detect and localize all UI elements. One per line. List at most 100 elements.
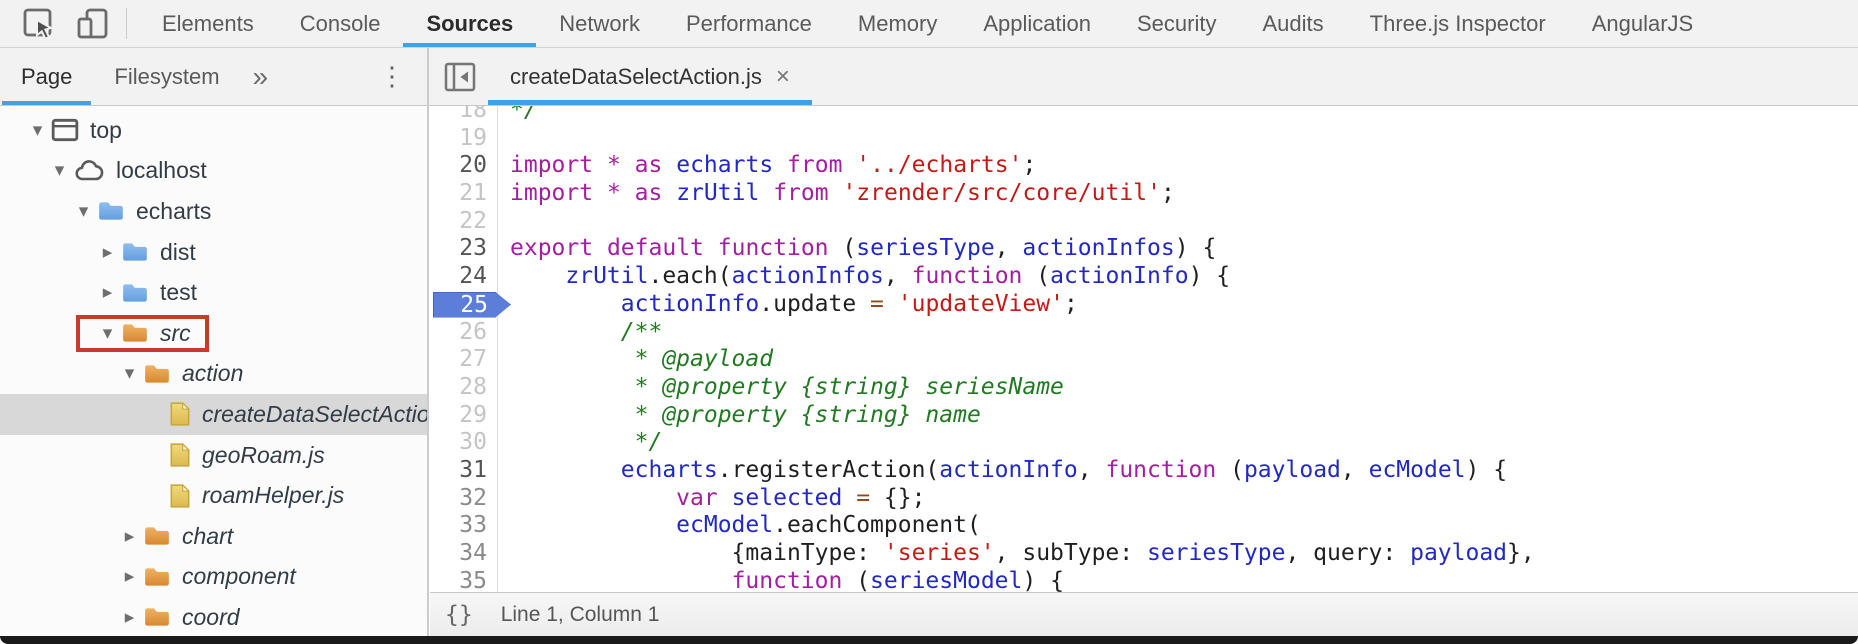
line-number[interactable]: 31 (459, 456, 487, 483)
file-tab-createdataselectaction[interactable]: createDataSelectAction.js × (488, 48, 812, 105)
tree-item-localhost[interactable]: ▾ localhost (0, 151, 427, 192)
code-line-27: 27 * @payload (430, 346, 1858, 374)
line-number[interactable]: 23 (459, 235, 487, 262)
file-tab-label: createDataSelectAction.js (510, 63, 762, 89)
chevron-down-icon[interactable]: ▾ (54, 160, 65, 182)
code-line-text: * @property {string} name (510, 401, 981, 428)
code-line-22: 22 (430, 208, 1858, 236)
chevron-right-icon[interactable]: ▸ (124, 566, 135, 588)
inspect-element-icon[interactable] (20, 5, 58, 43)
line-number[interactable]: 20 (459, 152, 487, 179)
tab-memory[interactable]: Memory (857, 10, 938, 36)
tree-item-label: roamHelper.js (202, 482, 345, 509)
main-toolbar: Elements Console Sources Network Performance… (0, 0, 1858, 48)
code-line-34: 34 {mainType: 'series', subType: seriesT… (430, 540, 1858, 568)
tree-item-georoam-js[interactable]: geoRoam.js (0, 435, 427, 476)
line-number[interactable]: 33 (459, 512, 487, 539)
tab-three-js-inspector[interactable]: Three.js Inspector (1369, 10, 1546, 36)
tab-page[interactable]: Page (0, 48, 93, 105)
line-number[interactable]: 32 (459, 484, 487, 511)
tree-item-action[interactable]: ▾action (0, 354, 427, 395)
toggle-navigator-icon[interactable] (429, 48, 486, 105)
tree-item-label: coord (182, 603, 240, 630)
highlight-box: ▾src (76, 314, 209, 352)
line-number[interactable]: 34 (459, 540, 487, 566)
frame-icon (51, 117, 79, 143)
chevron-right-icon[interactable]: ▸ (102, 282, 113, 304)
window-bottom-edge (0, 636, 1858, 644)
panel-tabs: Elements Console Sources Network Performance… (139, 0, 1716, 47)
chevron-right-icon[interactable]: ▸ (124, 606, 135, 628)
code-line-text: import * as zrUtil from 'zrender/src/cor… (510, 180, 1175, 207)
code-line-text: function (seriesModel) { (731, 567, 1064, 592)
tree-item-label: test (160, 279, 198, 306)
tree-item-component[interactable]: ▸component (0, 557, 427, 598)
tab-filesystem-label: Filesystem (114, 63, 220, 89)
tree-item-createdataselectaction-js[interactable]: createDataSelectAction.js (0, 394, 427, 435)
chevron-down-icon[interactable]: ▾ (78, 200, 89, 222)
file-icon (169, 483, 191, 509)
tab-sources[interactable]: Sources (403, 0, 537, 47)
folder-blue-icon (121, 240, 149, 264)
line-number[interactable]: 18 (459, 106, 487, 123)
chevron-right-icon[interactable]: ▸ (124, 525, 135, 547)
line-number[interactable]: 22 (459, 207, 487, 234)
code-line-text: * @property {string} seriesName (510, 373, 1064, 400)
close-icon[interactable]: × (775, 62, 790, 90)
line-number[interactable]: 35 (459, 567, 487, 592)
tab-audits[interactable]: Audits (1262, 10, 1324, 36)
tab-performance[interactable]: Performance (685, 10, 812, 36)
tab-security[interactable]: Security (1137, 10, 1217, 36)
folder-orange-icon (143, 524, 171, 548)
tree-item-chart[interactable]: ▸chart (0, 516, 427, 557)
line-number[interactable]: 19 (459, 124, 487, 151)
overflow-menu-icon[interactable]: ⋮ (379, 61, 405, 91)
tree-item-test[interactable]: ▸ test (0, 272, 427, 313)
line-number[interactable]: 21 (459, 180, 487, 207)
tree-item-src[interactable]: ▾src (0, 313, 427, 354)
tree-item-coord[interactable]: ▸ coord (0, 597, 427, 636)
line-number[interactable]: 27 (459, 346, 487, 373)
editor-status-bar: {} Line 1, Column 1 (430, 592, 1858, 636)
tree-item-echarts[interactable]: ▾echarts (0, 191, 427, 232)
chevron-down-icon[interactable]: ▾ (102, 322, 113, 344)
code-line-31: 31 echarts.registerAction(actionInfo, fu… (430, 457, 1858, 485)
line-number[interactable]: 30 (459, 429, 487, 456)
code-line-text: */ (510, 106, 538, 123)
tab-console[interactable]: Console (299, 10, 381, 36)
tree-item-top[interactable]: ▾ top (0, 110, 427, 151)
chevron-right-icon[interactable]: ▸ (102, 241, 113, 263)
line-number[interactable]: 26 (459, 318, 487, 345)
tree-item-dist[interactable]: ▸dist (0, 232, 427, 273)
breakpoint-tag[interactable]: 25 (433, 291, 511, 318)
tab-filesystem[interactable]: Filesystem (93, 48, 240, 105)
line-number[interactable]: 28 (459, 373, 487, 400)
file-tree: ▾top▾localhost▾echarts▸dist▸test▾src▾act… (0, 106, 427, 636)
code-line-21: 21 import * as zrUtil from 'zrender/src/c… (430, 180, 1858, 208)
pretty-print-icon[interactable]: {} (445, 601, 473, 628)
tree-item-roamhelper-js[interactable]: roamHelper.js (0, 475, 427, 516)
device-toolbar-icon[interactable] (74, 5, 112, 43)
tree-item-label: localhost (116, 157, 207, 184)
tree-item-label: top (90, 116, 122, 143)
tab-elements[interactable]: Elements (162, 10, 254, 36)
chevron-down-icon[interactable]: ▾ (32, 119, 43, 141)
code-line-text: zrUtil.each(actionInfos, function (actio… (565, 263, 1231, 290)
cloud-icon (73, 158, 105, 184)
line-number[interactable]: 24 (459, 263, 487, 290)
line-number[interactable]: 29 (459, 401, 487, 428)
code-line-35: 35 function (seriesModel) { (430, 568, 1858, 592)
tab-network[interactable]: Network (559, 10, 640, 36)
tab-angularjs[interactable]: AngularJS (1591, 10, 1694, 36)
secondary-bar: Page Filesystem » ⋮ createDataSelectActi… (0, 48, 1858, 106)
tab-application[interactable]: Application (983, 10, 1091, 36)
folder-blue-icon (97, 199, 125, 223)
panel-divider[interactable] (427, 48, 429, 636)
chevron-down-icon[interactable]: ▾ (124, 363, 135, 385)
more-tabs-icon[interactable]: » (252, 60, 269, 92)
breakpoint-marker[interactable]: 25 (430, 291, 511, 319)
